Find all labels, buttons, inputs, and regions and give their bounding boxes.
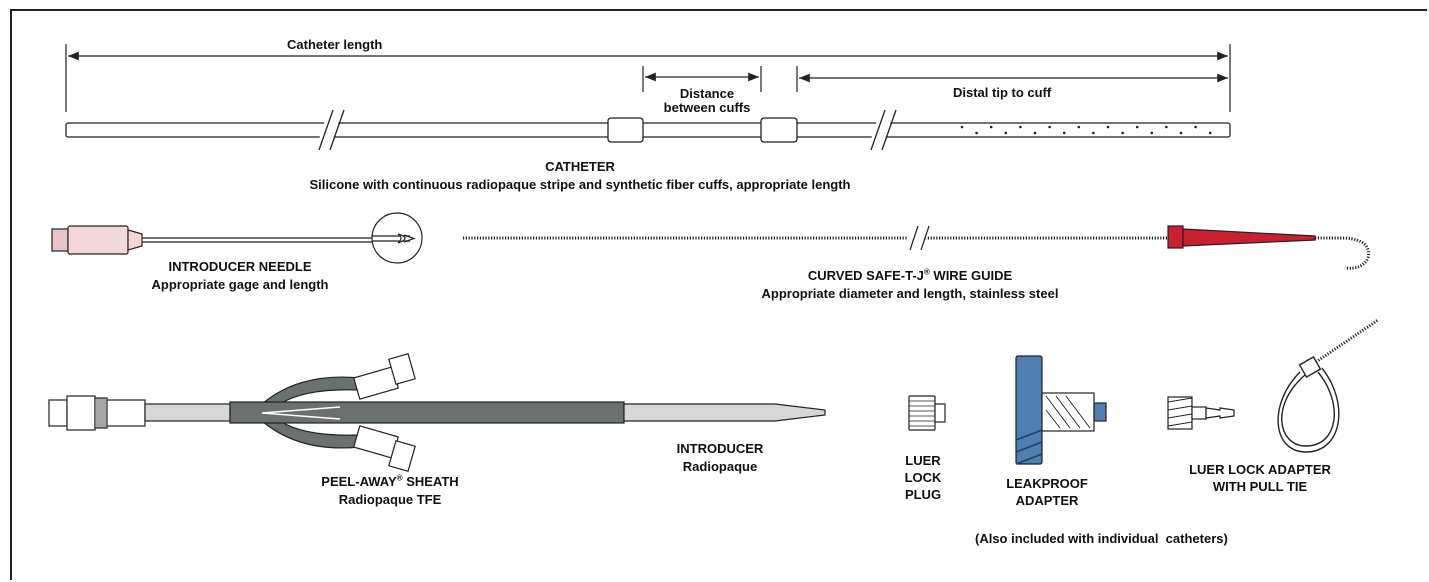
side-hole-dot [1179, 131, 1183, 135]
catheter-description: Silicone with continuous radiopaque stri… [309, 177, 851, 192]
luer-lock-plug [908, 395, 946, 431]
luer-lock-adapter-caption: LUER LOCK ADAPTER WITH PULL TIE [1165, 461, 1355, 495]
introducer-caption: INTRODUCER Radiopaque [660, 440, 780, 476]
footnote: (Also included with individual catheters… [975, 531, 1228, 546]
catheter-length-label: Catheter length [287, 37, 383, 52]
side-hole-dot [1121, 131, 1124, 135]
side-hole-dot [1194, 125, 1197, 129]
side-hole-dot [1004, 131, 1008, 135]
side-hole-dot [1033, 131, 1037, 135]
side-hole-dot [960, 125, 964, 129]
side-hole-dot [1165, 125, 1168, 129]
side-hole-dot [1077, 125, 1081, 129]
catheter-caption: CATHETER Silicone with continuous radiop… [280, 158, 880, 194]
side-hole-dot [1092, 131, 1095, 135]
wire-guide-title-mark: ® [923, 267, 930, 277]
wire-guide-title-suffix: WIRE GUIDE [929, 268, 1013, 283]
luer-lock-adapter-line2: WITH PULL TIE [1212, 479, 1308, 494]
leakproof-adapter-line1: LEAKPROOF [1006, 476, 1088, 491]
introducer-needle-caption: INTRODUCER NEEDLE Appropriate gage and l… [140, 258, 340, 294]
sheath-title-mark: ® [396, 473, 403, 483]
side-hole-dot [989, 125, 993, 129]
side-hole-dot [1048, 125, 1051, 129]
catheter-length-dimension [65, 44, 1231, 112]
catheter-title: CATHETER [545, 159, 615, 174]
luer-lock-adapter [1167, 396, 1235, 430]
introducer-description: Radiopaque [682, 459, 758, 474]
introducer-title: INTRODUCER [676, 441, 764, 456]
wire-guide-caption: CURVED SAFE-T-J® WIRE GUIDE Appropriate … [710, 267, 1110, 303]
side-hole-dot [975, 131, 978, 135]
pull-tie [1277, 318, 1379, 453]
catheter [65, 109, 1231, 151]
luer-lock-plug-line1: LUER [905, 453, 941, 468]
side-hole-dot [1019, 125, 1022, 129]
peel-away-sheath [48, 353, 826, 472]
leakproof-adapter-line2: ADAPTER [1015, 493, 1079, 508]
luer-lock-plug-caption: LUER LOCK PLUG [895, 452, 951, 503]
distance-between-cuffs-line2: between cuffs [663, 100, 751, 115]
wire-guide-description: Appropriate diameter and length, stainle… [761, 286, 1059, 301]
leakproof-adapter [1015, 355, 1107, 465]
luer-lock-adapter-line1: LUER LOCK ADAPTER [1189, 462, 1331, 477]
introducer-needle-title: INTRODUCER NEEDLE [168, 259, 312, 274]
sheath-title-suffix: SHEATH [402, 474, 459, 489]
side-hole-dot [1208, 131, 1212, 135]
side-hole-dot [1150, 131, 1154, 135]
catheter-side-holes [960, 125, 1212, 135]
distance-between-cuffs-line1: Distance [679, 86, 735, 101]
sheath-title-prefix: PEEL-AWAY [321, 474, 397, 489]
side-hole-dot [1106, 125, 1110, 129]
luer-lock-plug-line3: PLUG [904, 487, 942, 502]
sheath-description: Radiopaque TFE [338, 492, 442, 507]
wire-guide [463, 225, 1371, 270]
wire-guide-title-prefix: CURVED SAFE-T-J [807, 268, 924, 283]
leakproof-adapter-caption: LEAKPROOF ADAPTER [992, 475, 1102, 509]
distance-between-cuffs-label: Distance between cuffs [662, 87, 752, 115]
cuff-distance-dimension [642, 66, 762, 92]
diagram-frame [10, 9, 1427, 580]
side-hole-dot [1135, 125, 1139, 129]
wire-guide-title: CURVED SAFE-T-J® WIRE GUIDE [710, 267, 1110, 285]
sheath-title: PEEL-AWAY® SHEATH [290, 473, 490, 491]
introducer-needle [51, 212, 423, 264]
side-hole-dot [1062, 131, 1066, 135]
distal-tip-dimension [796, 66, 1228, 92]
luer-lock-plug-line2: LOCK [904, 470, 942, 485]
distal-tip-to-cuff-label: Distal tip to cuff [953, 85, 1052, 100]
sheath-caption: PEEL-AWAY® SHEATH Radiopaque TFE [290, 473, 490, 509]
introducer-needle-description: Appropriate gage and length [151, 277, 329, 292]
